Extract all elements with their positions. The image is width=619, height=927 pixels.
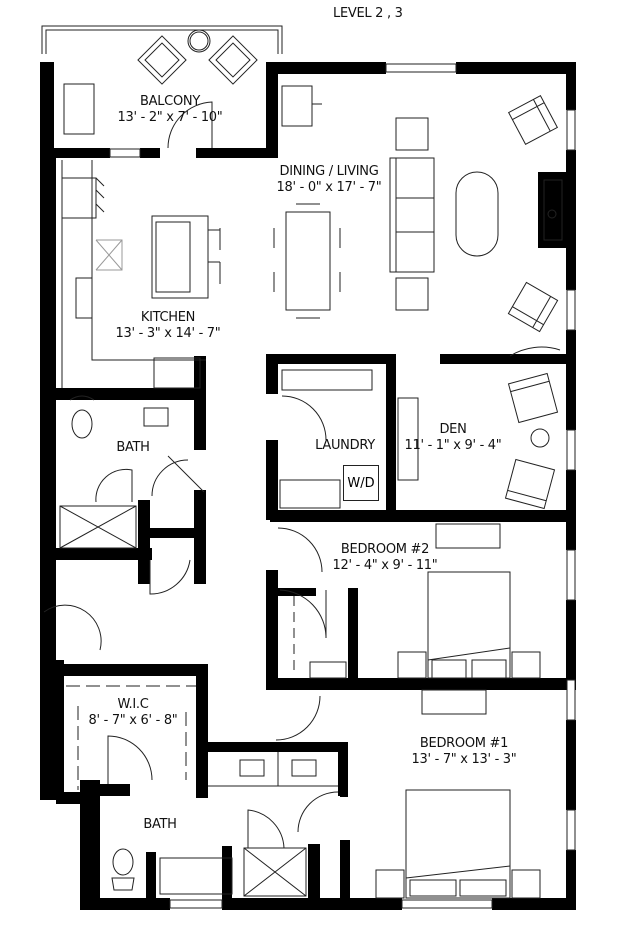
room-dims: 11' - 1" x 9' - 4" <box>404 438 502 453</box>
room-name: BATH <box>143 817 177 832</box>
room-name: DEN <box>439 422 467 437</box>
room-dims: 13' - 3" x 14' - 7" <box>115 326 221 341</box>
room-name: W.I.C <box>117 697 149 712</box>
balcony-grill <box>63 83 95 135</box>
room-name: BALCONY <box>140 94 200 109</box>
room-label-bath-2: BATH <box>116 440 150 456</box>
room-name: KITCHEN <box>140 310 196 325</box>
room-dims: 13' - 7" x 13' - 3" <box>411 752 517 767</box>
room-label-dining-living: DINING / LIVING 18' - 0" x 17' - 7" <box>277 164 382 196</box>
room-label-wic: W.I.C 8' - 7" x 6' - 8" <box>89 697 178 729</box>
balcony-railing <box>41 25 283 54</box>
room-name: BATH <box>116 440 150 455</box>
room-name: LAUNDRY <box>315 438 375 453</box>
windows <box>109 63 576 909</box>
room-dims: 12' - 4" x 9' - 11" <box>332 558 438 573</box>
room-label-balcony: BALCONY 13' - 2" x 7' - 10" <box>118 94 223 126</box>
room-dims: 18' - 0" x 17' - 7" <box>276 180 382 195</box>
room-name: BEDROOM #1 <box>419 736 509 751</box>
room-label-bedroom-1: BEDROOM #1 13' - 7" x 13' - 3" <box>412 736 517 768</box>
room-label-kitchen: KITCHEN 13' - 3" x 14' - 7" <box>116 310 221 342</box>
room-label-bath-1: BATH <box>143 817 177 833</box>
room-label-laundry: LAUNDRY <box>315 438 375 454</box>
room-label-den: DEN 11' - 1" x 9' - 4" <box>405 422 502 454</box>
room-name: DINING / LIVING <box>279 164 379 179</box>
room-name: BEDROOM #2 <box>340 542 430 557</box>
room-dims: 13' - 2" x 7' - 10" <box>117 110 223 125</box>
level-title: LEVEL 2 , 3 <box>333 6 403 21</box>
room-dims: 8' - 7" x 6' - 8" <box>88 713 178 728</box>
washer-dryer: W/D <box>343 465 379 501</box>
room-label-bedroom-2: BEDROOM #2 12' - 4" x 9' - 11" <box>333 542 438 574</box>
